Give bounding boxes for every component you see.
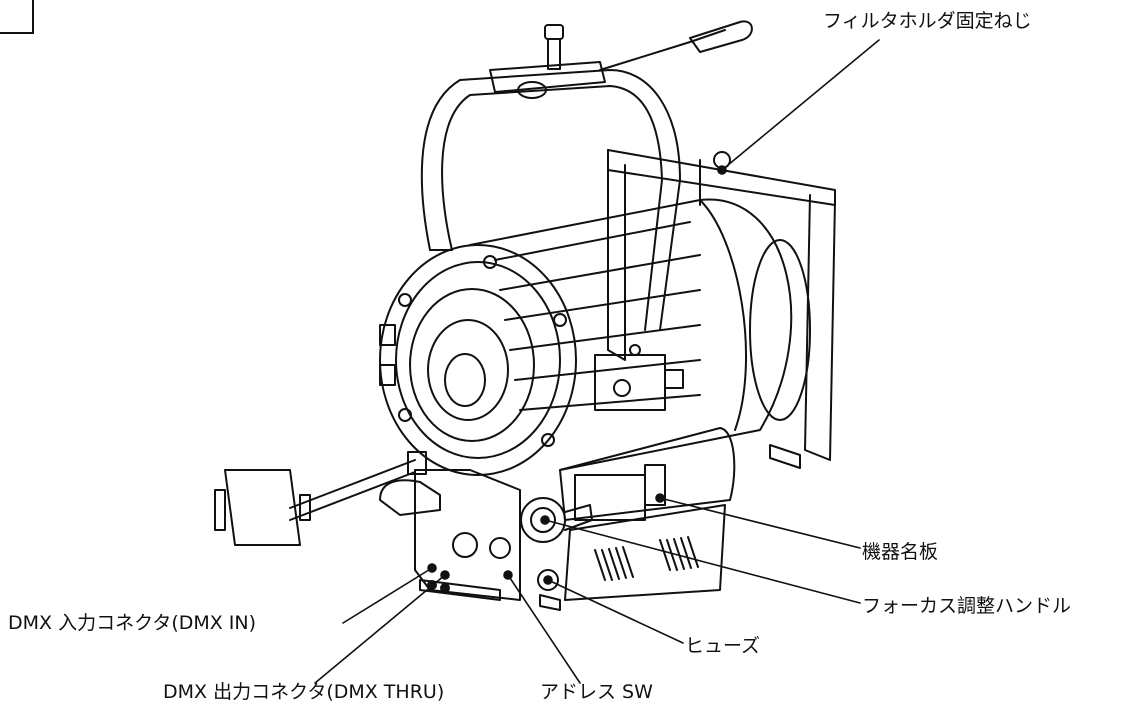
tilt-knob (594, 344, 684, 411)
dmx-panel (379, 469, 521, 601)
power-cable (214, 451, 427, 546)
label-filter-screw: フィルタホルダ固定ねじ (823, 10, 1032, 32)
corner-frame (0, 0, 34, 34)
label-dmx-thru: DMX 出力コネクタ(DMX THRU) (163, 681, 445, 703)
label-fuse: ヒューズ (685, 635, 761, 657)
focus-handle (520, 497, 593, 591)
lamp-body (469, 198, 811, 471)
front-lens (379, 244, 577, 476)
control-housing (539, 427, 736, 611)
leader-lines (314, 39, 880, 684)
label-address-sw: アドレス SW (540, 681, 653, 703)
label-nameplate: 機器名板 (862, 541, 939, 563)
top-lock-knob (489, 20, 753, 99)
label-focus-handle: フォーカス調整ハンドル (862, 595, 1072, 617)
label-dmx-in: DMX 入力コネクタ(DMX IN) (8, 612, 257, 634)
filter-holder (607, 149, 836, 469)
